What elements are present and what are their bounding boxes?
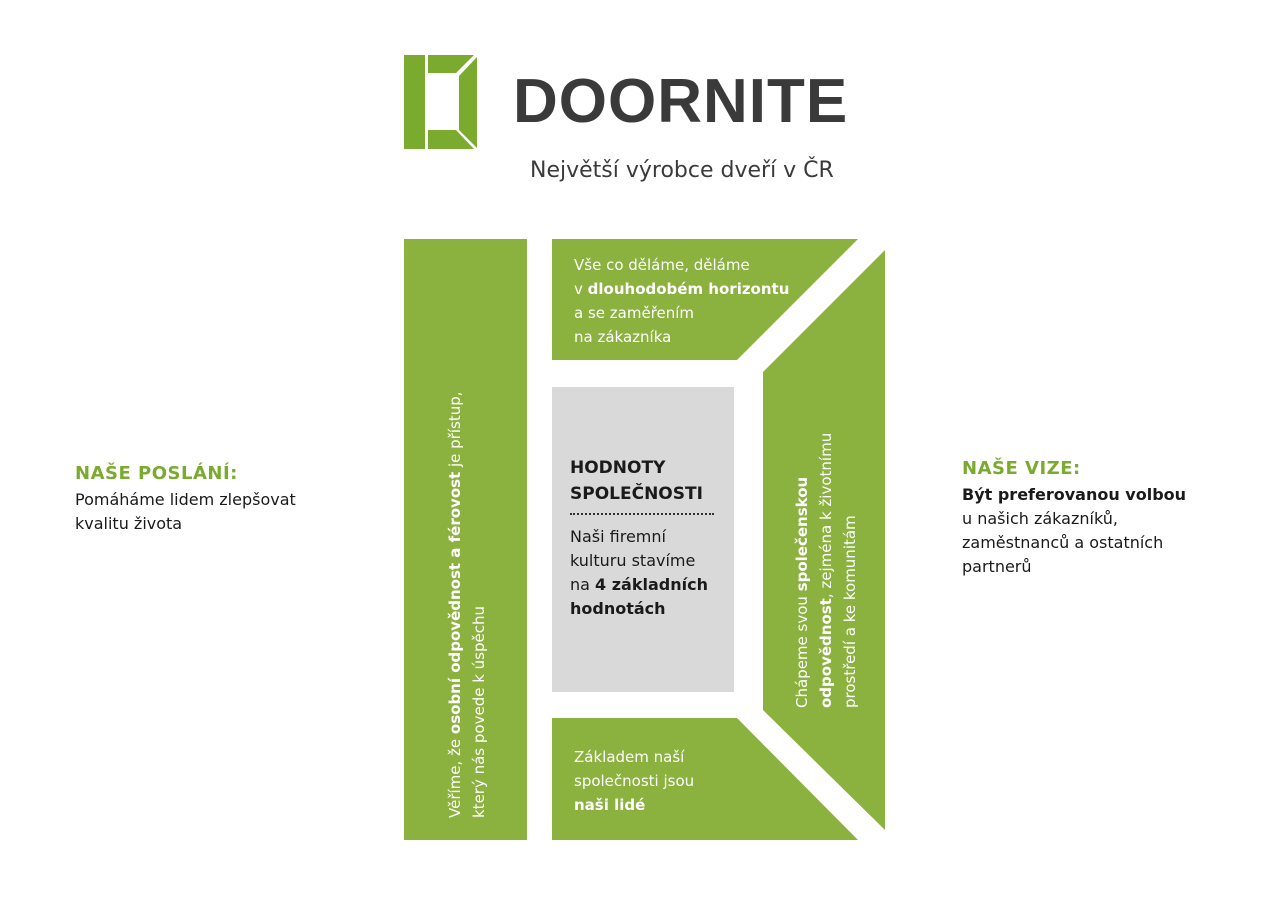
text-line: odpovědnost, zejména k životnímu: [814, 433, 838, 708]
text-line: naši lidé: [574, 796, 646, 814]
bottom-value-panel: [552, 718, 858, 840]
text: v: [574, 280, 588, 298]
tagline: Největší výrobce dveří v ČR: [530, 158, 834, 183]
text-line: hodnotách: [570, 599, 666, 618]
brand-name: DOORNITE: [513, 67, 849, 136]
top-value-text: Vše co děláme, děláme v dlouhodobém hori…: [574, 253, 789, 349]
vision-bold: Být preferovanou volbou: [962, 485, 1187, 504]
mission-line: kvalitu života: [75, 514, 183, 533]
mission-line: Pomáháme lidem zlepšovat: [75, 490, 296, 509]
text-line: který nás povede k úspěchu: [470, 606, 488, 818]
mission-block: NAŠE POSLÁNÍ: Pomáháme lidem zlepšovat k…: [75, 463, 296, 536]
text-line: kulturu stavíme: [570, 551, 696, 570]
text-line: Naši firemní: [570, 527, 666, 546]
text-line: na 4 základních: [570, 573, 714, 597]
text: na: [570, 575, 596, 594]
text: , zejména k životnímu: [817, 432, 835, 599]
right-value-text: Chápeme svou společenskou odpovědnost, z…: [790, 433, 862, 708]
bottom-value-text: Základem naší společnosti jsou naši lidé: [574, 745, 694, 817]
text: je přístup,: [446, 391, 464, 472]
vision-line: partnerů: [962, 557, 1032, 576]
text: Chápeme svou: [793, 591, 811, 708]
vision-title: NAŠE VIZE:: [962, 458, 1081, 479]
text-line: na zákazníka: [574, 328, 672, 346]
mission-title: NAŠE POSLÁNÍ:: [75, 463, 238, 484]
text-bold: dlouhodobém horizontu: [587, 280, 790, 298]
center-title: SPOLEČNOSTI: [570, 484, 703, 504]
top-value-panel: [552, 239, 858, 360]
text-bold: odpovědnost: [817, 598, 835, 708]
text: Věříme, že: [446, 734, 464, 818]
text-line: a se zaměřením: [574, 304, 695, 322]
left-value-panel: [404, 239, 527, 840]
text-bold: společenskou: [793, 476, 811, 592]
dotted-divider: [570, 513, 714, 515]
center-value-text: HODNOTY SPOLEČNOSTI Naši firemní kulturu…: [570, 455, 714, 621]
text-bold: osobní odpovědnost a férovost: [446, 471, 464, 735]
text-line: Chápeme svou společenskou: [790, 433, 814, 708]
center-value-panel: [552, 387, 734, 692]
text-line: Vše co děláme, děláme: [574, 256, 750, 274]
text-line: Základem naší: [574, 748, 685, 766]
text-line: v dlouhodobém horizontu: [574, 277, 789, 301]
text-bold: 4 základních: [595, 575, 708, 594]
vision-block: NAŠE VIZE: Být preferovanou volbou u naš…: [962, 458, 1186, 579]
text-line: Věříme, že osobní odpovědnost a férovost…: [443, 391, 467, 818]
text-line: společnosti jsou: [574, 772, 695, 790]
vision-line: zaměstnanců a ostatních: [962, 533, 1164, 552]
text-line: prostředí a ke komunitám: [841, 515, 859, 708]
right-value-panel: [763, 250, 885, 830]
center-title: HODNOTY: [570, 458, 666, 478]
vision-line: u našich zákazníků,: [962, 509, 1118, 528]
doornite-logo-icon: [404, 55, 477, 149]
left-value-text: Věříme, že osobní odpovědnost a férovost…: [443, 391, 491, 818]
